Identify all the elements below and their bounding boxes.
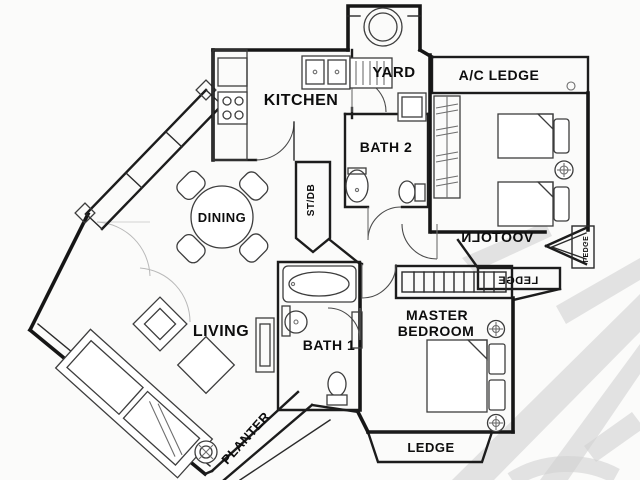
dining-set xyxy=(176,170,269,264)
sofa xyxy=(54,328,214,479)
bedside-table xyxy=(488,343,506,375)
label-bath2: BATH 2 xyxy=(360,139,413,155)
dining-chair xyxy=(176,170,269,264)
label-bath1: BATH 1 xyxy=(303,337,356,353)
wall-niche xyxy=(351,311,363,349)
bath1-fixtures xyxy=(281,265,357,406)
washing-machine xyxy=(397,92,427,122)
master-bedroom-furniture xyxy=(255,311,506,433)
label-ledge-side-mirrored: LEDGE xyxy=(581,236,588,263)
toilet xyxy=(326,371,348,406)
single-bed xyxy=(497,113,570,159)
label-st-db: ST/DB xyxy=(306,184,317,217)
stove-icon xyxy=(217,91,248,125)
dish-rack xyxy=(349,57,393,89)
yard-fixtures xyxy=(397,92,427,122)
toilet xyxy=(398,180,416,204)
label-master-line1: MASTER xyxy=(406,307,468,323)
ceiling-fan-symbol xyxy=(486,319,506,339)
console xyxy=(255,317,275,373)
fan-symbol xyxy=(194,440,218,464)
bath2-fixtures xyxy=(345,167,426,204)
coffee-table xyxy=(176,335,236,395)
window-swing-arcs xyxy=(96,221,191,323)
wash-basin xyxy=(284,310,308,334)
label-planter: PLANTER xyxy=(218,409,273,467)
label-ac-ledge: A/C LEDGE xyxy=(459,67,540,83)
living-furniture xyxy=(54,296,236,479)
armchair xyxy=(132,296,188,352)
ceiling-fan-symbol xyxy=(554,160,574,180)
dining-table xyxy=(190,185,254,249)
bedside-table xyxy=(488,379,506,411)
label-ledge-right-mirrored: LEDGE xyxy=(498,275,538,287)
wardrobe xyxy=(433,95,461,199)
label-kitchen: KITCHEN xyxy=(264,92,339,109)
label-master-line2: BEDROOM xyxy=(398,323,475,339)
wash-basin xyxy=(345,169,369,203)
label-yard: YARD xyxy=(372,64,415,81)
label-living: LIVING xyxy=(193,323,249,340)
ceiling-fan-symbol xyxy=(486,413,506,433)
door-swings xyxy=(327,77,438,341)
bedroom2-furniture xyxy=(433,95,574,227)
label-garbled-mirrored: VOOTOLN xyxy=(461,229,533,245)
single-bed xyxy=(497,181,570,227)
label-dining: DINING xyxy=(198,210,247,225)
kitchen-fixtures xyxy=(212,49,393,161)
label-ledge-bottom: LEDGE xyxy=(407,440,454,455)
double-bed xyxy=(426,339,488,413)
